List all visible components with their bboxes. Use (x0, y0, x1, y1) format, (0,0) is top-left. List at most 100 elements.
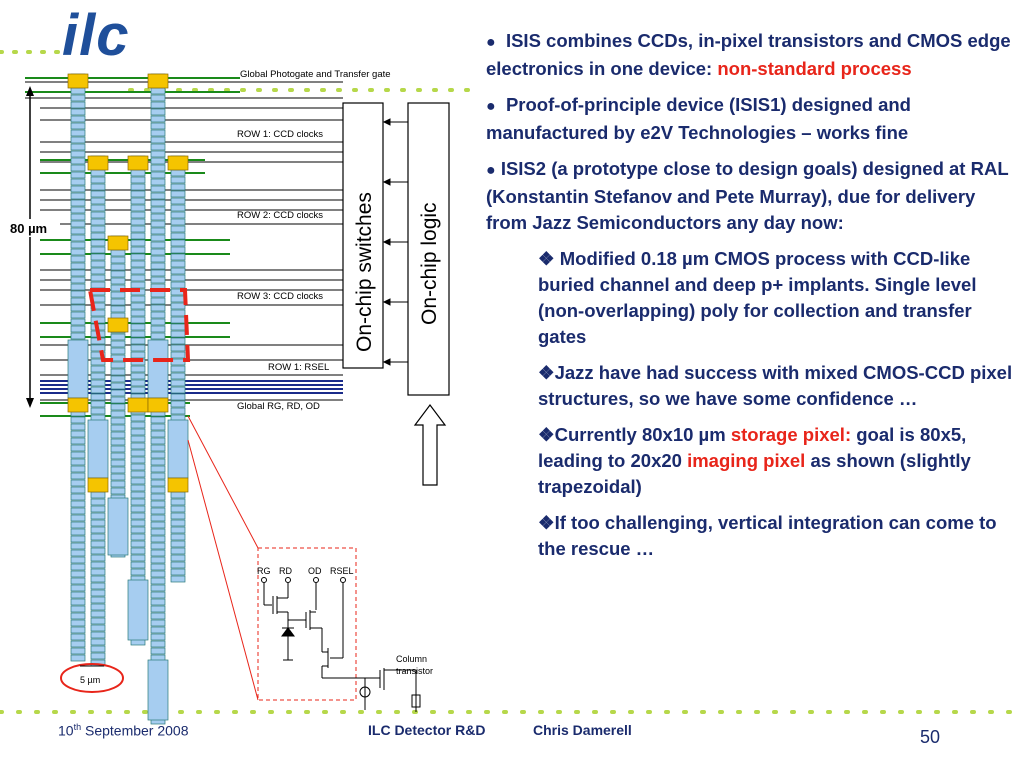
ccd-cell (70, 227, 86, 235)
zoom-line-top (187, 415, 259, 549)
ccd-cell (70, 444, 86, 452)
ccd-cell (170, 533, 186, 541)
ccd-cell (110, 487, 126, 495)
ccd-cell (170, 295, 186, 303)
label-row1-rsel: ROW 1: RSEL (268, 362, 329, 373)
ccd-cell (170, 302, 186, 310)
transfer-gate (87, 477, 109, 493)
ccd-cell (110, 438, 126, 446)
ccd-cell (130, 309, 146, 317)
ccd-cell (130, 351, 146, 359)
ccd-cell (110, 277, 126, 285)
ccd-cell (70, 605, 86, 613)
ccd-cell (170, 274, 186, 282)
ccd-cell (130, 302, 146, 310)
ccd-cell (130, 386, 146, 394)
ccd-cell (150, 437, 166, 445)
ccd-cell (90, 624, 106, 632)
ccd-cell (70, 304, 86, 312)
ccd-cell (90, 603, 106, 611)
zoom-line-bottom (187, 439, 259, 701)
ccd-cell (90, 498, 106, 506)
svg-text:transistor: transistor (396, 666, 433, 676)
ccd-cell (90, 365, 106, 373)
ccd-cell (110, 445, 126, 453)
rsel-lines (40, 380, 343, 394)
ccd-cell (150, 262, 166, 270)
ccd-cell (170, 225, 186, 233)
ccd-cell (70, 654, 86, 662)
ccd-cell (130, 449, 146, 457)
ccd-cell (70, 535, 86, 543)
ccd-cell (150, 318, 166, 326)
label-global-photogate: Global Photogate and Transfer gate (240, 69, 391, 80)
ccd-cell (170, 211, 186, 219)
ccd-cell (170, 491, 186, 499)
ccd-cell (170, 379, 186, 387)
ccd-cell (70, 157, 86, 165)
ccd-cell (170, 232, 186, 240)
footer-author: Chris Damerell (533, 722, 632, 738)
ccd-cell (150, 255, 166, 263)
ccd-cell (150, 143, 166, 151)
ccd-cell (130, 379, 146, 387)
ccd-cell (110, 249, 126, 257)
ccd-cell (110, 368, 126, 376)
ccd-cell (130, 519, 146, 527)
ccd-cell (130, 498, 146, 506)
clock-lines (25, 81, 343, 401)
ccd-cell (70, 437, 86, 445)
ccd-cell (90, 631, 106, 639)
ccd-cell (170, 253, 186, 261)
ccd-cell (150, 185, 166, 193)
ccd-cell (130, 246, 146, 254)
ccd-cell (170, 498, 186, 506)
ccd-cell (130, 554, 146, 562)
dimension-80um-label: 80 µm (10, 221, 47, 236)
ccd-cell (150, 472, 166, 480)
ccd-cell (150, 304, 166, 312)
ccd-cell (90, 526, 106, 534)
ccd-cell (150, 584, 166, 592)
ccd-cell (70, 640, 86, 648)
ccd-cell (130, 372, 146, 380)
ccd-cell (110, 305, 126, 313)
ccd-cell (130, 204, 146, 212)
ccd-cell (110, 263, 126, 271)
ccd-cell (70, 213, 86, 221)
ccd-cell (170, 400, 186, 408)
ccd-cell (70, 234, 86, 242)
ccd-cell (110, 291, 126, 299)
ccd-cell (90, 519, 106, 527)
ccd-cell (150, 227, 166, 235)
ccd-cell (90, 176, 106, 184)
ccd-cell (110, 298, 126, 306)
label-global-rg: Global RG, RD, OD (237, 401, 320, 412)
ccd-cell (150, 269, 166, 277)
ccd-cell (170, 323, 186, 331)
ccd-cell (90, 197, 106, 205)
ccd-cell (70, 143, 86, 151)
ccd-cell (150, 150, 166, 158)
ccd-cell (150, 444, 166, 452)
ccd-cell (150, 136, 166, 144)
svg-text:5 µm: 5 µm (80, 675, 100, 685)
ccd-cell (150, 549, 166, 557)
label-row2-ccd: ROW 2: CCD clocks (237, 210, 323, 221)
ccd-cell (90, 540, 106, 548)
ccd-cell (110, 340, 126, 348)
ccd-cell (90, 316, 106, 324)
ccd-cell (170, 190, 186, 198)
ccd-cell (70, 521, 86, 529)
svg-text:RG: RG (257, 566, 271, 576)
ccd-cell (130, 183, 146, 191)
ccd-cell (150, 94, 166, 102)
ccd-cell (170, 519, 186, 527)
ccd-cell (90, 246, 106, 254)
ccd-cell (90, 232, 106, 240)
ccd-cell (170, 246, 186, 254)
ccd-cell (110, 389, 126, 397)
storage-block (167, 419, 189, 479)
ccd-cell (130, 281, 146, 289)
